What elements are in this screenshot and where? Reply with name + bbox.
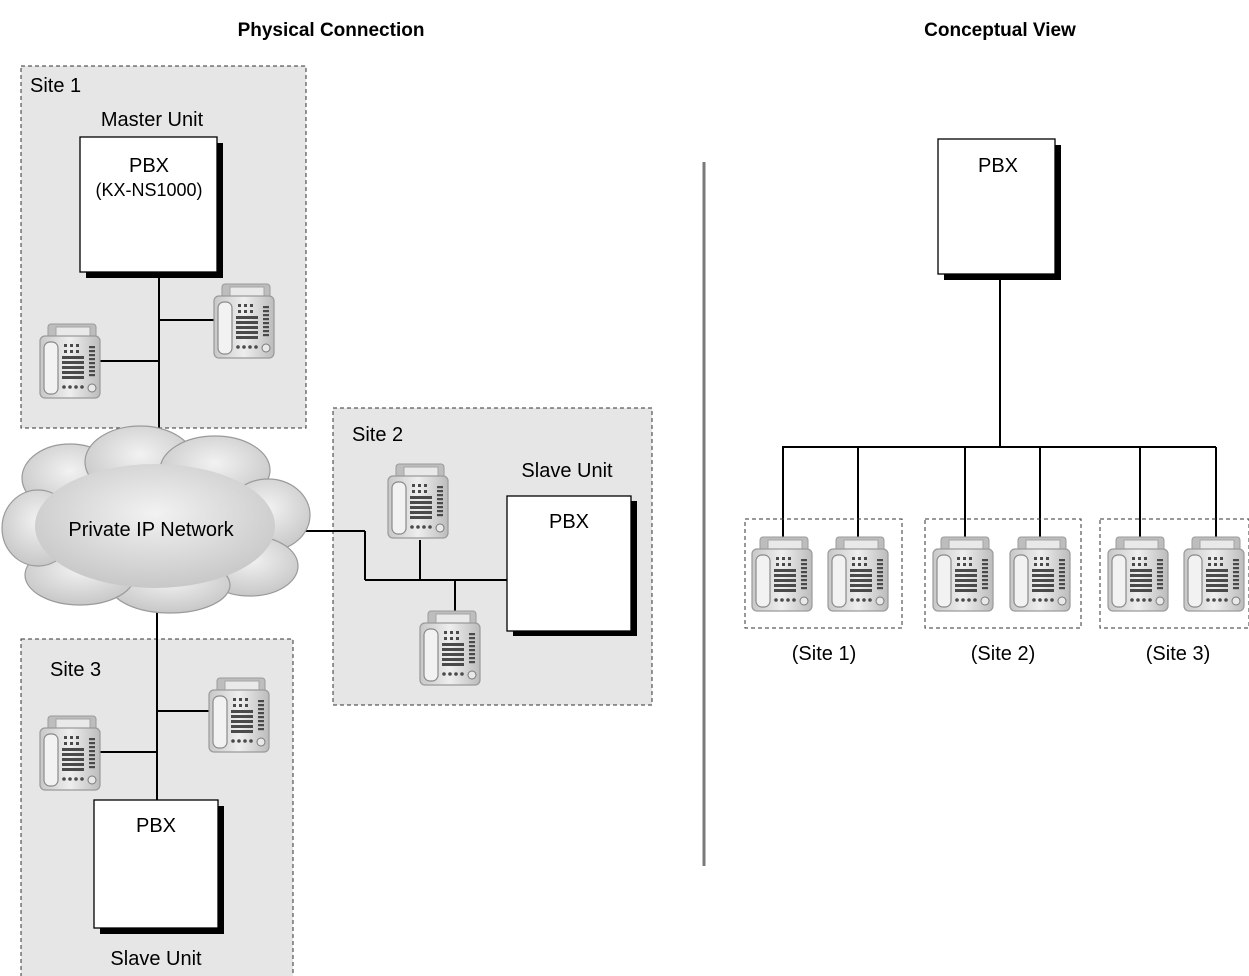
conceptual-group-label: (Site 1) (792, 643, 856, 665)
telephone-icon (39, 715, 101, 791)
site3-wiring (94, 590, 210, 800)
site2-pbx-box (506, 495, 632, 632)
telephone-icon (213, 283, 275, 359)
telephone-icon (1183, 536, 1245, 612)
conceptual-group-site1 (744, 518, 903, 629)
site3-pbx-label: PBX (136, 815, 176, 837)
telephone-icon (1009, 536, 1071, 612)
site1-pbx-model: (KX-NS1000) (95, 180, 202, 200)
telephone-icon (208, 677, 270, 753)
master-unit-label: Master Unit (101, 109, 204, 131)
telephone-icon (1107, 536, 1169, 612)
conceptual-group-label: (Site 3) (1146, 643, 1210, 665)
site2-wiring (296, 530, 507, 612)
conceptual-wiring (782, 274, 1217, 545)
conceptual-group-label: (Site 2) (971, 643, 1035, 665)
telephone-icon (751, 536, 813, 612)
site3-unit-label: Slave Unit (110, 948, 202, 970)
telephone-icon (932, 536, 994, 612)
conceptual-pbx-box (937, 138, 1056, 275)
conceptual-pbx-label: PBX (978, 155, 1018, 177)
physical-connection-title: Physical Connection (238, 20, 425, 41)
site1-pbx-label: PBX (129, 155, 169, 177)
network-label: Private IP Network (68, 519, 234, 541)
site3-label: Site 3 (50, 659, 101, 681)
telephone-icon (387, 463, 449, 539)
site2-unit-label: Slave Unit (521, 460, 613, 482)
telephone-icon (827, 536, 889, 612)
telephone-icon (39, 323, 101, 399)
site3-pbx-box (93, 799, 219, 929)
cloud-icon (1, 425, 311, 614)
site2-pbx-label: PBX (549, 511, 589, 533)
site2-label: Site 2 (352, 424, 403, 446)
site1-pbx-box (79, 136, 218, 273)
site1-label: Site 1 (30, 75, 81, 97)
conceptual-group-site2 (924, 518, 1082, 629)
telephone-icon (419, 610, 481, 686)
conceptual-group-site3 (1099, 518, 1249, 629)
conceptual-view-title: Conceptual View (924, 20, 1076, 41)
